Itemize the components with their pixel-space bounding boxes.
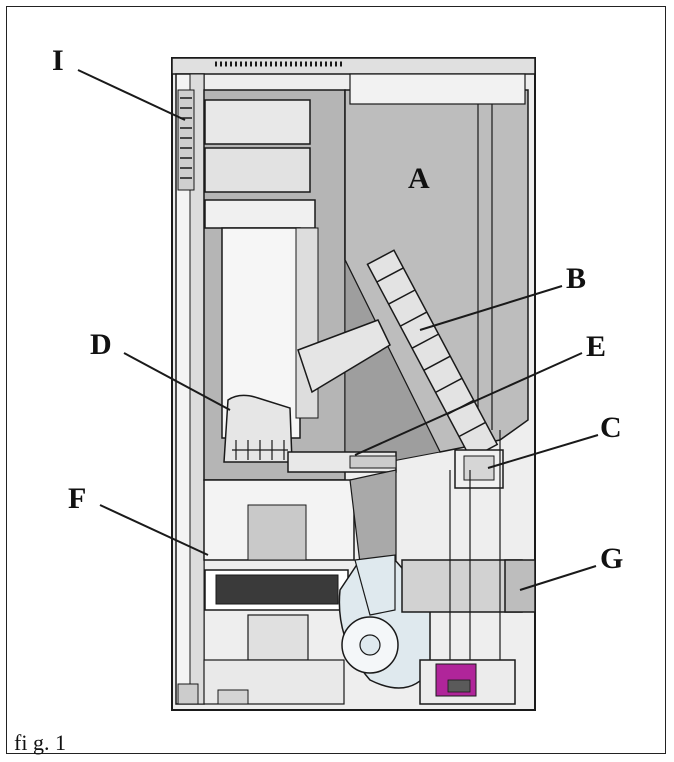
label-f: F	[68, 482, 87, 515]
figure-caption: fi g. 1	[14, 730, 66, 755]
callout-line-g	[519, 565, 597, 591]
lower-box	[247, 504, 307, 561]
label-a: A	[408, 162, 430, 195]
callout-line-c	[487, 434, 599, 469]
label-e: E	[586, 330, 607, 363]
grille-slots	[180, 97, 192, 179]
fan-motor-lower	[247, 614, 309, 661]
flue-pipe	[401, 559, 523, 613]
flue-duct-diagonal	[349, 469, 397, 581]
auger-motor-mount	[463, 455, 495, 481]
pellet-chute	[297, 319, 391, 394]
callout-line-e	[354, 352, 583, 456]
burn-pot	[223, 394, 293, 463]
label-i: I	[52, 44, 64, 77]
igniter-holder	[349, 455, 397, 469]
base-foot-left	[177, 683, 199, 705]
room-fan-impeller	[215, 574, 339, 605]
ventilation-grille	[177, 89, 195, 191]
label-g: G	[600, 542, 624, 575]
callout-line-i	[77, 69, 186, 121]
callout-line-d	[123, 352, 231, 411]
label-c: C	[600, 411, 622, 444]
callout-line-b	[419, 285, 563, 331]
callout-line-f	[99, 504, 209, 556]
base-component	[217, 689, 249, 705]
label-b: B	[566, 262, 587, 295]
burn-pot-grid	[232, 440, 288, 460]
hopper-wall-lines	[477, 100, 493, 430]
smoke-baffle	[204, 199, 316, 229]
hopper-lid-cover	[349, 73, 526, 105]
heat-exchanger-tube-2	[204, 147, 311, 193]
label-d: D	[90, 328, 112, 361]
smoke-extractor-hub	[359, 634, 381, 656]
control-board-terminal	[447, 679, 471, 693]
extractor-bracket	[354, 554, 396, 616]
heat-exchanger-tube-1	[204, 99, 311, 145]
